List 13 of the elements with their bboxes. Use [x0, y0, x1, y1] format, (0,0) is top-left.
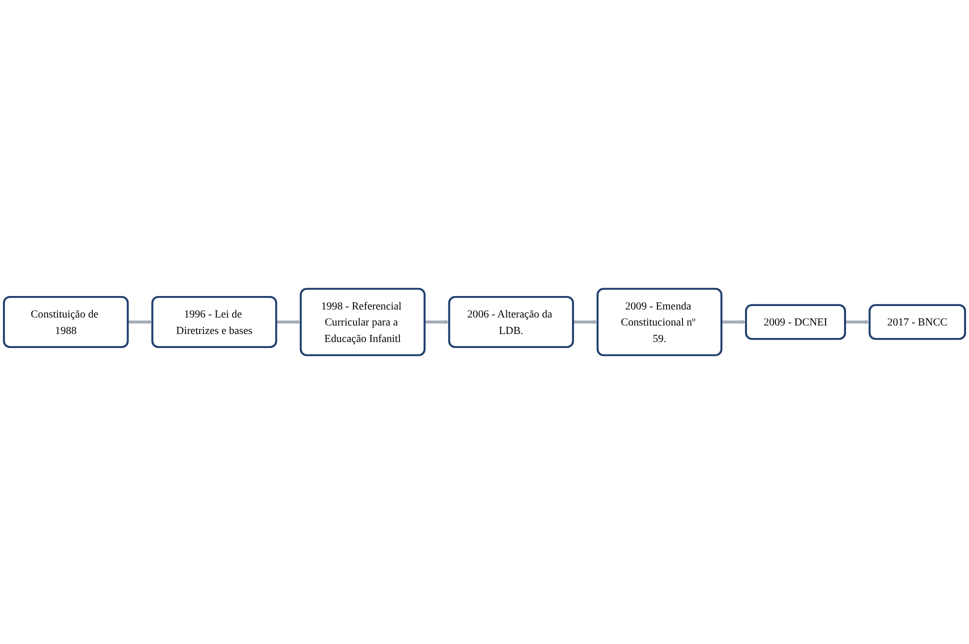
- node-box: 1998 - Referencial Curricular para a Educação Infanitl: [300, 288, 426, 356]
- arrow: [128, 320, 153, 324]
- node-box: 2009 - Emenda Constitucional nº 59.: [596, 288, 722, 356]
- node-box: 2009 - DCNEI: [745, 304, 846, 340]
- arrow: [721, 320, 746, 324]
- node-box: Constituição de 1988: [2, 296, 129, 348]
- node-box: 1996 - Lei de Diretrizes e bases: [151, 296, 278, 348]
- arrow: [573, 320, 598, 324]
- arrow: [276, 320, 301, 324]
- arrow: [845, 320, 870, 324]
- node-box: 2017 - BNCC: [868, 304, 966, 340]
- arrow: [424, 320, 450, 324]
- node-box: 2006 - Alteração da LDB.: [448, 296, 574, 348]
